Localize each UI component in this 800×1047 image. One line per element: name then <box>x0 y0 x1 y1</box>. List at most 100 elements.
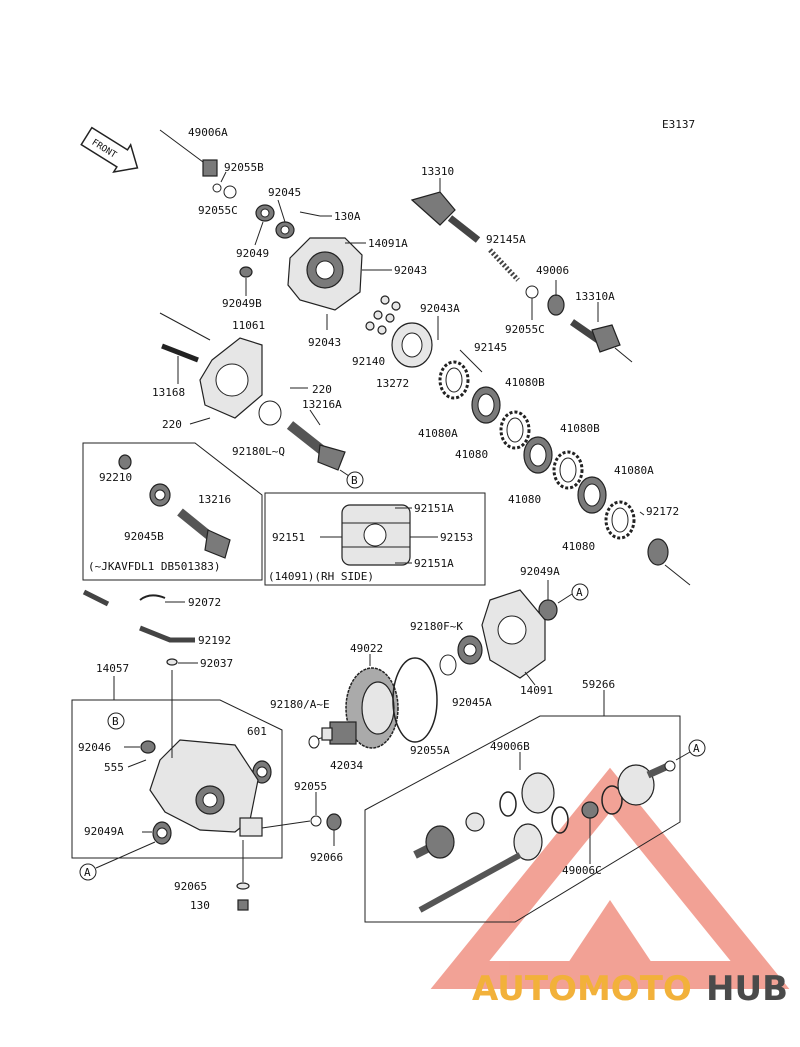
label-49006: 49006 <box>536 264 569 277</box>
label-92046: 92046 <box>78 741 111 754</box>
label-130A: 130A <box>334 210 361 223</box>
bolt-130 <box>237 899 249 911</box>
label-92055: 92055 <box>294 780 327 793</box>
callout-A-3-label: A <box>693 742 700 755</box>
shim-92180LQ <box>258 400 282 426</box>
case-14091 <box>481 589 546 679</box>
inset-jk <box>82 442 263 581</box>
seal-92172 <box>647 538 669 566</box>
label-92049A-2: 92049A <box>84 825 124 838</box>
label-92140: 92140 <box>352 355 385 368</box>
hose-92192 <box>139 625 195 643</box>
label-41080-3: 41080 <box>562 540 595 553</box>
ring-92055C <box>223 185 237 199</box>
driveshaft-59266 <box>364 715 681 923</box>
label-92043-top: 92043 <box>394 264 427 277</box>
label-92151: 92151 <box>272 531 305 544</box>
bearing-49006 <box>547 294 565 316</box>
label-14057: 14057 <box>96 662 129 675</box>
label-13168: 13168 <box>152 386 185 399</box>
ring-92055C-2 <box>525 285 539 299</box>
label-13272: 13272 <box>376 377 409 390</box>
label-92153: 92153 <box>440 531 473 544</box>
ring-gear-49022 <box>345 667 399 749</box>
front-arrow-icon: FRONT <box>80 126 139 173</box>
inset-jk-label: (~JKAVFDL1 DB501383) <box>88 560 220 573</box>
callout-A-2 <box>79 863 97 881</box>
pin-92072 <box>82 589 110 607</box>
label-92145: 92145 <box>474 341 507 354</box>
label-92043-bottom: 92043 <box>308 336 341 349</box>
label-41080-1: 41080 <box>455 448 488 461</box>
label-92055A: 92055A <box>410 744 450 757</box>
label-92192: 92192 <box>198 634 231 647</box>
shim-92180FK <box>439 654 457 676</box>
watermark-triangle <box>430 767 790 989</box>
label-13310: 13310 <box>421 165 454 178</box>
coupling-42034 <box>321 721 357 745</box>
washers-92140 <box>365 295 401 335</box>
label-220-right: 220 <box>312 383 332 396</box>
label-14091A: 14091A <box>368 237 408 250</box>
label-92065: 92065 <box>174 880 207 893</box>
callout-B-top-label: B <box>351 474 358 487</box>
label-13216A: 13216A <box>302 398 342 411</box>
label-92180AE: 92180/A~E <box>270 698 330 711</box>
label-41080-2: 41080 <box>508 493 541 506</box>
housing-14057 <box>71 699 283 859</box>
label-14091: 14091 <box>520 684 553 697</box>
label-92055B: 92055B <box>224 161 264 174</box>
label-555: 555 <box>104 761 124 774</box>
label-92049: 92049 <box>236 247 269 260</box>
label-92043A: 92043A <box>420 302 460 315</box>
inset-rh-side <box>264 492 486 586</box>
ring-92055B <box>212 183 222 193</box>
callout-A-1 <box>571 583 589 601</box>
clutch-pack <box>438 360 636 540</box>
label-92055C: 92055C <box>198 204 238 217</box>
label-13310A: 13310A <box>575 290 615 303</box>
watermark-text-1: AUTOMOTO <box>472 969 692 1009</box>
diagram-code: E3137 <box>662 118 695 131</box>
washer-92055 <box>310 815 322 827</box>
label-92055C-2: 92055C <box>505 323 545 336</box>
label-92045: 92045 <box>268 186 301 199</box>
label-41080A-1: 41080A <box>418 427 458 440</box>
label-11061: 11061 <box>232 319 265 332</box>
label-49022: 49022 <box>350 642 383 655</box>
label-92066: 92066 <box>310 851 343 864</box>
label-601: 601 <box>247 725 267 738</box>
label-92072: 92072 <box>188 596 221 609</box>
washer-92065 <box>236 882 250 890</box>
callout-A-2-label: A <box>84 866 91 879</box>
callout-B-lower-label: B <box>112 715 119 728</box>
callout-B-top <box>346 471 364 489</box>
label-59266: 59266 <box>582 678 615 691</box>
callout-B-lower <box>107 712 125 730</box>
label-92045A: 92045A <box>452 696 492 709</box>
label-92172: 92172 <box>646 505 679 518</box>
label-220-left: 220 <box>162 418 182 431</box>
watermark-logo: AUTOMOTO HUB <box>472 969 788 1009</box>
spring-92145A <box>488 248 520 282</box>
cv-joints <box>413 760 676 913</box>
label-92180FK: 92180F~K <box>410 620 463 633</box>
clip-92037 <box>166 658 178 666</box>
label-92145A: 92145A <box>486 233 526 246</box>
label-13216: 13216 <box>198 493 231 506</box>
nut-92066 <box>326 813 342 831</box>
label-41080B-1: 41080B <box>505 376 545 389</box>
label-49006A: 49006A <box>188 126 228 139</box>
shim-92180AE <box>308 735 320 749</box>
shaft-13168 <box>161 343 199 363</box>
label-49006B: 49006B <box>490 740 530 753</box>
callout-A-3 <box>688 739 706 757</box>
label-41080B-2: 41080B <box>560 422 600 435</box>
watermark-text-2: HUB <box>706 969 788 1009</box>
oring-92055A <box>392 657 438 743</box>
cover-11061 <box>199 337 263 419</box>
label-92180LQ: 92180L~Q <box>232 445 285 458</box>
callout-A-1-label: A <box>576 586 583 599</box>
